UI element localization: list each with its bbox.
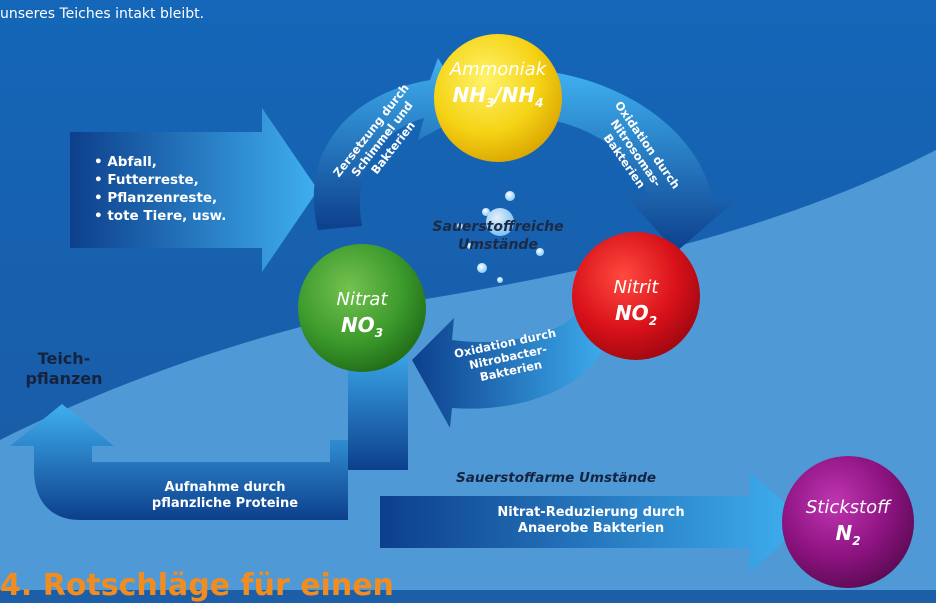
ammoniak-name: Ammoniak (449, 59, 547, 80)
stickstoff-label: Stickstoff N2 (782, 496, 914, 554)
nitrobacter-arrow (412, 312, 612, 428)
ammoniak-formula: NH3/NH4 (452, 83, 544, 110)
reduzierung-label: Nitrat-Reduzierung durch Anaerobe Bakter… (497, 505, 685, 536)
source-item: Pflanzenreste, (94, 189, 226, 207)
bubble-icon (536, 248, 544, 256)
zersetzung-arrow (313, 58, 470, 230)
stickstoff-formula: N2 (835, 521, 861, 548)
source-item: tote Tiere, usw. (94, 207, 226, 225)
intro-text: unseres Teiches intakt bleibt. (0, 6, 205, 22)
aufnahme-label: Aufnahme durch pflanzliche Proteine (151, 480, 299, 511)
nitrat-formula: NO3 (340, 313, 384, 340)
ammoniak-circle (434, 34, 562, 162)
nitrogen-cycle-diagram (0, 0, 936, 590)
bubble-icon (482, 208, 490, 216)
ammoniak-label: Ammoniak NH3/NH4 (438, 58, 558, 116)
nitrat-name: Nitrat (336, 289, 388, 310)
stickstoff-name: Stickstoff (805, 497, 891, 518)
bubble-icon (505, 191, 515, 201)
nitrat-label: Nitrat NO3 (312, 288, 412, 346)
section-heading: 4. Rotschläge für einen (0, 568, 394, 603)
nitrat-circle (298, 244, 426, 372)
bubble-icon (457, 223, 463, 229)
source-item: Abfall, (94, 153, 226, 171)
oxygen-rich-label: Sauerstoffreiche Umstände (432, 219, 564, 253)
bubble-icon (477, 263, 487, 273)
aufnahme-arrow (10, 404, 348, 520)
nitrosomas-arrow (540, 72, 734, 252)
teichpflanzen-label: Teich- pflanzen (25, 349, 103, 388)
nitrat-stem (348, 340, 408, 470)
bubble-icon (497, 277, 503, 283)
nitrit-circle (572, 232, 700, 360)
stickstoff-circle (782, 456, 914, 588)
source-item: Futterreste, (94, 171, 226, 189)
bubble-icon (486, 208, 514, 236)
sources-list: Abfall, Futterreste, Pflanzenreste, tote… (94, 153, 226, 225)
nitrit-name: Nitrit (613, 277, 659, 298)
bubble-icon (467, 243, 473, 249)
nitrit-label: Nitrit NO2 (586, 276, 686, 334)
reduzierung-arrow (380, 472, 806, 572)
nitrit-formula: NO2 (614, 301, 658, 328)
oxygen-poor-label: Sauerstoffarme Umstände (456, 470, 657, 486)
